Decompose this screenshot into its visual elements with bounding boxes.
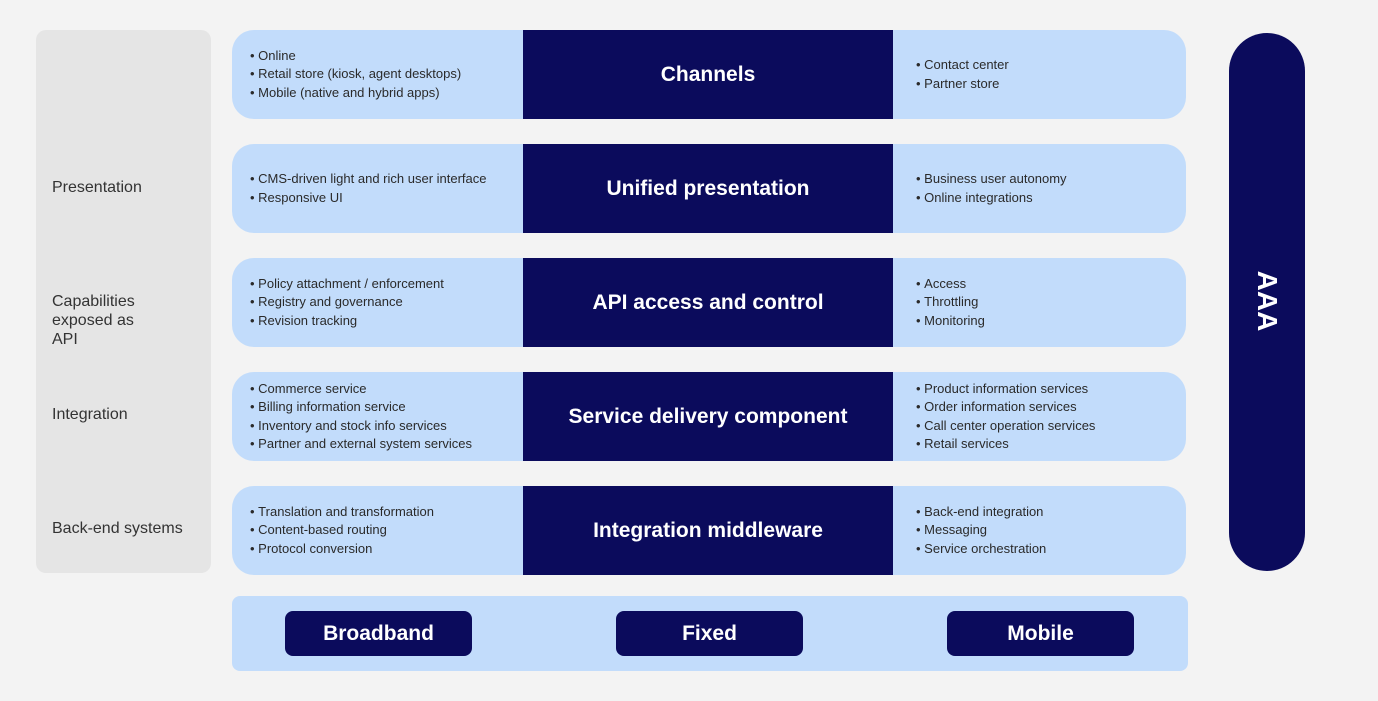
api-access-right-bullets: Access Throttling Monitoring bbox=[916, 258, 1176, 347]
api-access-title: API access and control bbox=[523, 258, 893, 347]
network-fixed: Fixed bbox=[616, 611, 803, 656]
bullet-item: Partner store bbox=[916, 75, 1176, 94]
bullet-item: Registry and governance bbox=[250, 293, 520, 312]
bullet-item: Partner and external system services bbox=[250, 435, 520, 454]
side-label-presentation: Presentation bbox=[52, 179, 142, 196]
api-access-left-bullets: Policy attachment / enforcement Registry… bbox=[250, 258, 520, 347]
bullet-item: Product information services bbox=[916, 380, 1176, 399]
bullet-item: Access bbox=[916, 275, 1176, 294]
layer-integration-middleware: Translation and transformation Content-b… bbox=[232, 486, 1186, 575]
unified-presentation-right-bullets: Business user autonomy Online integratio… bbox=[916, 144, 1176, 233]
bullet-item: Content-based routing bbox=[250, 521, 520, 540]
unified-presentation-title: Unified presentation bbox=[523, 144, 893, 233]
side-label-integration: Integration bbox=[52, 406, 128, 423]
unified-presentation-left-bullets: CMS-driven light and rich user interface… bbox=[250, 144, 520, 233]
network-bar: Broadband Fixed Mobile bbox=[232, 596, 1188, 671]
network-mobile: Mobile bbox=[947, 611, 1134, 656]
bullet-item: Messaging bbox=[916, 521, 1176, 540]
bullet-item: Mobile (native and hybrid apps) bbox=[250, 84, 520, 103]
bullet-item: Monitoring bbox=[916, 312, 1176, 331]
bullet-item: Retail store (kiosk, agent desktops) bbox=[250, 65, 520, 84]
bullet-item: Translation and transformation bbox=[250, 503, 520, 522]
service-delivery-right-bullets: Product information services Order infor… bbox=[916, 372, 1176, 461]
service-delivery-title: Service delivery component bbox=[523, 372, 893, 461]
channels-right-bullets: Contact center Partner store bbox=[916, 30, 1176, 119]
layer-api-access: Policy attachment / enforcement Registry… bbox=[232, 258, 1186, 347]
side-label-backend: Back-end systems bbox=[52, 520, 183, 537]
network-broadband: Broadband bbox=[285, 611, 472, 656]
channels-title: Channels bbox=[523, 30, 893, 119]
bullet-item: Online bbox=[250, 47, 520, 66]
aaa-bar: AAA bbox=[1229, 33, 1305, 571]
bullet-item: Commerce service bbox=[250, 380, 520, 399]
bullet-item: Inventory and stock info services bbox=[250, 417, 520, 436]
bullet-item: Back-end integration bbox=[916, 503, 1176, 522]
side-label-capabilities: Capabilities exposed as API bbox=[52, 293, 135, 348]
bullet-item: Service orchestration bbox=[916, 540, 1176, 559]
service-delivery-left-bullets: Commerce service Billing information ser… bbox=[250, 372, 520, 461]
layer-service-delivery: Commerce service Billing information ser… bbox=[232, 372, 1186, 461]
bullet-item: Protocol conversion bbox=[250, 540, 520, 559]
bullet-item: Billing information service bbox=[250, 398, 520, 417]
channels-left-bullets: Online Retail store (kiosk, agent deskto… bbox=[250, 30, 520, 119]
bullet-item: Call center operation services bbox=[916, 417, 1176, 436]
aaa-label: AAA bbox=[1252, 270, 1283, 332]
integration-middleware-title: Integration middleware bbox=[523, 486, 893, 575]
bullet-item: Throttling bbox=[916, 293, 1176, 312]
layer-channels: Online Retail store (kiosk, agent deskto… bbox=[232, 30, 1186, 119]
bullet-item: Order information services bbox=[916, 398, 1176, 417]
bullet-item: Policy attachment / enforcement bbox=[250, 275, 520, 294]
integration-middleware-left-bullets: Translation and transformation Content-b… bbox=[250, 486, 520, 575]
bullet-item: Business user autonomy bbox=[916, 170, 1176, 189]
bullet-item: Contact center bbox=[916, 56, 1176, 75]
side-label-panel: Presentation Capabilities exposed as API… bbox=[36, 30, 211, 573]
bullet-item: CMS-driven light and rich user interface bbox=[250, 170, 520, 189]
layer-unified-presentation: CMS-driven light and rich user interface… bbox=[232, 144, 1186, 233]
bullet-item: Retail services bbox=[916, 435, 1176, 454]
bullet-item: Online integrations bbox=[916, 189, 1176, 208]
bullet-item: Responsive UI bbox=[250, 189, 520, 208]
integration-middleware-right-bullets: Back-end integration Messaging Service o… bbox=[916, 486, 1176, 575]
bullet-item: Revision tracking bbox=[250, 312, 520, 331]
